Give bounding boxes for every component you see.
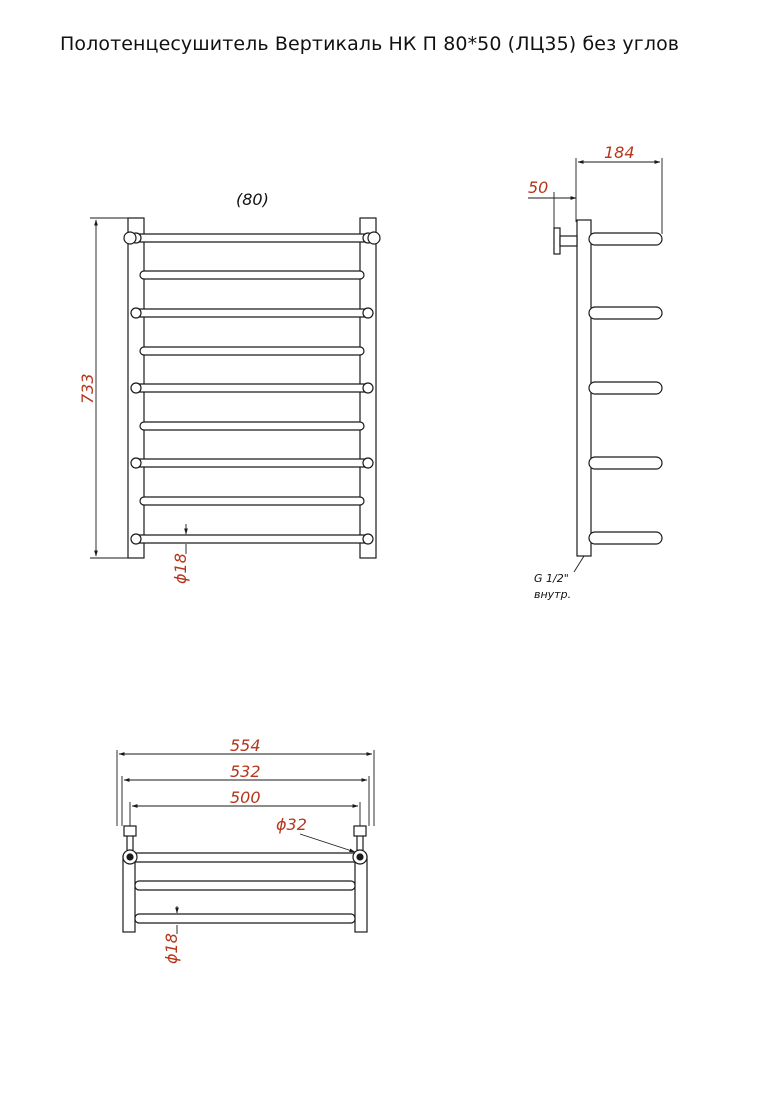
front-view — [90, 217, 381, 559]
front-bar-diameter-label: ϕ18 — [171, 553, 190, 584]
bar — [133, 534, 371, 544]
top-view — [116, 750, 375, 934]
side-bar — [588, 232, 663, 246]
front-joints — [123, 231, 381, 545]
bar — [139, 421, 365, 431]
top-dimensions — [116, 750, 375, 934]
offset-dimension — [528, 192, 577, 228]
side-bar — [588, 306, 663, 320]
height-dim-label: 733 — [78, 373, 97, 404]
spacing-label: (80) — [236, 190, 269, 209]
thread-note-2: внутр. — [534, 588, 571, 601]
pipe-diameter-label: ϕ32 — [276, 815, 307, 834]
top-right-frame — [354, 855, 368, 933]
top-left-frame — [122, 855, 136, 933]
bar — [133, 458, 371, 468]
top-bar — [128, 852, 362, 863]
top-bar — [134, 913, 356, 924]
top-bar-diameter-label: ϕ18 — [162, 933, 181, 964]
bar — [133, 233, 371, 243]
front-bars — [133, 233, 371, 544]
depth-dim-label: 184 — [604, 143, 635, 162]
bar — [139, 496, 365, 506]
axis-width-label: 500 — [230, 788, 261, 807]
drawing-title: Полотенцесушитель Вертикаль НК П 80*50 (… — [60, 33, 680, 55]
offset-dim-label: 50 — [528, 178, 548, 197]
top-bar — [134, 880, 356, 891]
flange-width-label: 532 — [230, 762, 261, 781]
bar — [139, 270, 365, 280]
bar — [133, 383, 371, 393]
thread-leader — [573, 555, 585, 573]
height-dimension — [90, 217, 128, 559]
side-bar — [588, 531, 663, 545]
side-bars — [588, 232, 663, 545]
overall-width-label: 554 — [230, 736, 261, 755]
side-bar — [588, 381, 663, 395]
bar — [133, 308, 371, 318]
valve — [553, 227, 578, 255]
side-bar — [588, 456, 663, 470]
thread-note: G 1/2" — [534, 572, 569, 585]
depth-dimension — [575, 158, 663, 234]
bar — [139, 346, 365, 356]
top-valves — [122, 825, 368, 865]
side-view — [528, 158, 663, 573]
